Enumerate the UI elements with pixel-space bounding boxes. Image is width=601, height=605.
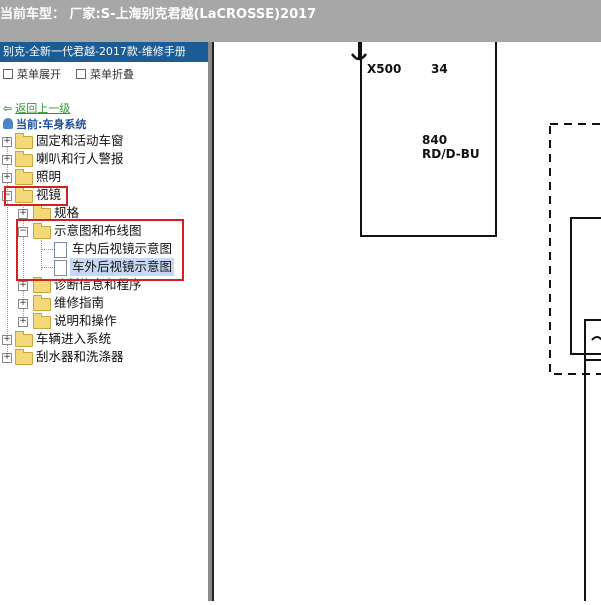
document-icon xyxy=(54,242,67,258)
expand-menu-label: 菜单展开 xyxy=(17,68,61,81)
folder-icon xyxy=(15,151,33,167)
tree-node-mirrors[interactable]: − 视镜 xyxy=(0,186,208,204)
back-link-label: 返回上一级 xyxy=(15,102,71,115)
folder-icon xyxy=(33,295,51,311)
expand-plus-icon[interactable]: + xyxy=(2,154,12,165)
tree-node-description[interactable]: + 说明和操作 xyxy=(0,312,208,330)
tree-leaf-outer-mirror[interactable]: 车外后视镜示意图 xyxy=(0,258,208,276)
highlight-box-mirrors xyxy=(4,186,68,206)
wiring-diagram: X500 34 840 RD/D-BU xyxy=(214,39,601,601)
tree-label: 说明和操作 xyxy=(54,313,117,328)
expand-plus-icon[interactable]: + xyxy=(2,334,12,345)
tree-label: 车内后视镜示意图 xyxy=(72,241,173,256)
folder-icon xyxy=(15,349,33,365)
tree-label-selected: 车外后视镜示意图 xyxy=(70,258,175,276)
tree-label: 视镜 xyxy=(36,187,62,202)
tree-node-lighting[interactable]: + 照明 xyxy=(0,168,208,186)
highlight-box-schematics xyxy=(16,219,184,281)
expand-plus-icon[interactable]: + xyxy=(2,136,12,147)
expand-plus-icon[interactable]: + xyxy=(18,298,28,309)
back-link[interactable]: ⇦返回上一级 xyxy=(3,100,70,116)
expand-plus-icon[interactable]: + xyxy=(2,172,12,183)
current-system: 当前:车身系统 xyxy=(3,116,86,132)
tree-node-fixed-windows[interactable]: + 固定和活动车窗 xyxy=(0,132,208,150)
folder-icon xyxy=(33,313,51,329)
tree-line xyxy=(23,204,24,322)
tree-label: 车辆进入系统 xyxy=(36,331,112,346)
manual-header-text: 别克-全新一代君越-2017款-维修手册 xyxy=(3,45,186,58)
tree-line xyxy=(41,240,42,270)
manual-header: 别克-全新一代君越-2017款-维修手册 xyxy=(0,42,208,62)
collapse-minus-icon[interactable]: − xyxy=(18,226,28,237)
expand-menu-button[interactable]: 菜单展开 xyxy=(3,66,61,82)
tree-label: 维修指南 xyxy=(54,295,105,310)
tree-leaf-inner-mirror[interactable]: 车内后视镜示意图 xyxy=(0,240,208,258)
document-icon xyxy=(54,260,67,276)
collapse-menu-button[interactable]: 菜单折叠 xyxy=(76,66,134,82)
tree-label: 照明 xyxy=(36,169,62,184)
folder-icon xyxy=(15,169,33,185)
connector-pin: 34 xyxy=(431,62,448,76)
connector-id: X500 xyxy=(367,62,402,76)
folder-icon xyxy=(33,277,51,293)
tree-node-schematics[interactable]: − 示意图和布线图 xyxy=(0,222,208,240)
pane-splitter[interactable] xyxy=(208,42,212,601)
component-connector-symbol xyxy=(591,336,601,341)
tree-node-horns[interactable]: + 喇叭和行人警报 xyxy=(0,150,208,168)
diagram-canvas xyxy=(350,39,601,601)
tree-node-repair-guide[interactable]: + 维修指南 xyxy=(0,294,208,312)
tree-node-vehicle-access[interactable]: + 车辆进入系统 xyxy=(0,330,208,348)
collapse-minus-icon[interactable]: − xyxy=(2,190,12,201)
tree-label: 规格 xyxy=(54,205,80,220)
folder-icon xyxy=(15,331,33,347)
tree-line xyxy=(41,267,53,268)
title-bar: 当前车型： 厂家:S-上海别克君越(LaCROSSE)2017 xyxy=(0,0,601,42)
tree-label: 喇叭和行人警报 xyxy=(36,151,124,166)
tree-line xyxy=(7,142,8,358)
dashed-component-box xyxy=(549,123,601,375)
component-inner-box xyxy=(570,217,601,355)
tree-node-wipers[interactable]: + 刮水器和洗涤器 xyxy=(0,348,208,366)
folder-icon xyxy=(15,133,33,149)
expand-plus-icon[interactable]: + xyxy=(2,352,12,363)
menu-controls: 菜单展开 菜单折叠 xyxy=(0,64,208,82)
system-icon xyxy=(3,118,13,129)
tree-label: 示意图和布线图 xyxy=(54,223,142,238)
tree-label: 固定和活动车窗 xyxy=(36,133,124,148)
left-nav-pane: 别克-全新一代君越-2017款-维修手册 菜单展开 菜单折叠 ⇦返回上一级 当前… xyxy=(0,42,208,601)
expand-plus-icon[interactable]: + xyxy=(18,208,28,219)
expand-plus-icon[interactable]: + xyxy=(18,316,28,327)
collapse-icon xyxy=(76,69,86,79)
collapse-menu-label: 菜单折叠 xyxy=(90,68,134,81)
wire-color: RD/D-BU xyxy=(422,147,480,161)
component-connector-box xyxy=(584,319,601,361)
expand-icon xyxy=(3,69,13,79)
current-system-label: 当前:车身系统 xyxy=(16,118,87,131)
pane-splitter-edge xyxy=(212,42,214,601)
expand-plus-icon[interactable]: + xyxy=(18,280,28,291)
open-folder-icon xyxy=(33,223,51,239)
circuit-number: 840 xyxy=(422,133,448,147)
tree-line xyxy=(41,249,53,250)
tree-label: 刮水器和洗涤器 xyxy=(36,349,124,364)
back-arrow-icon: ⇦ xyxy=(3,102,13,115)
title-text: 当前车型： 厂家:S-上海别克君越(LaCROSSE)2017 xyxy=(0,7,317,22)
